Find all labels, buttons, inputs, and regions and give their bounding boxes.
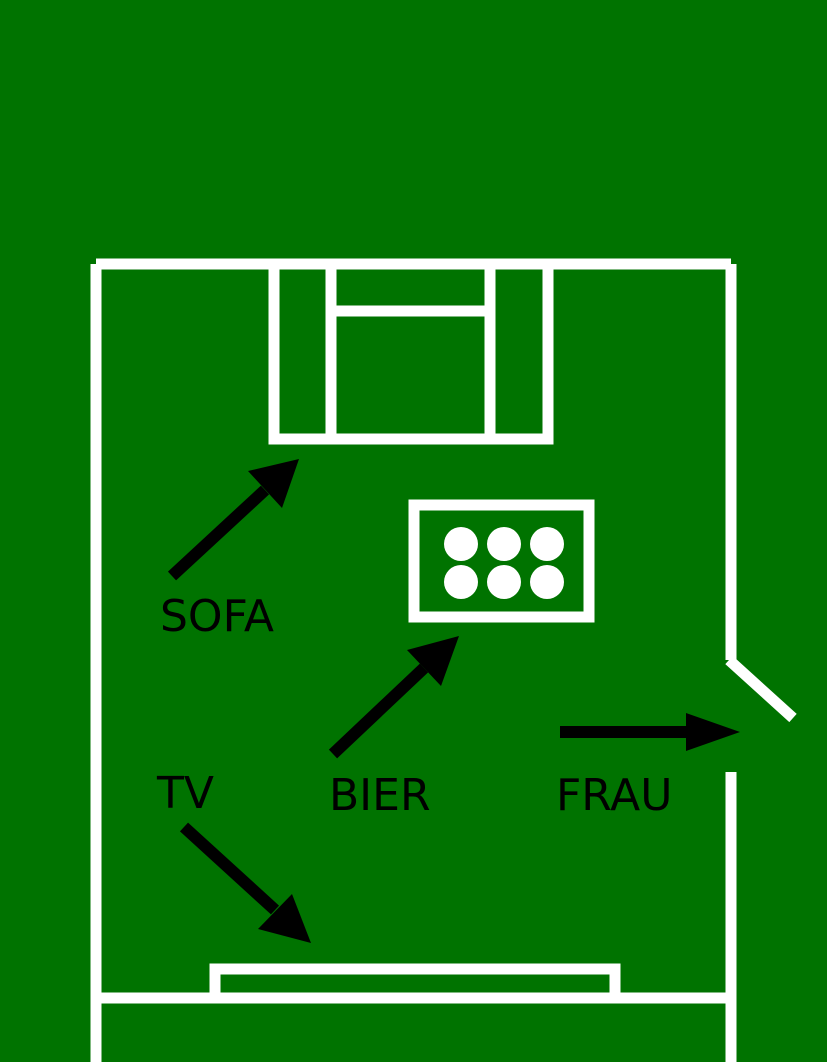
frau-arrowhead (686, 713, 740, 751)
beer-bottle (444, 527, 478, 561)
arrows (167, 459, 740, 943)
beer-bottle (487, 565, 521, 599)
beer-crate-frame (408, 499, 595, 623)
sofa-arrowhead (248, 459, 299, 508)
label-frau: FRAU (556, 770, 672, 821)
tv-arrowhead (258, 894, 311, 943)
beer-bottle (487, 527, 521, 561)
bier-arrow (328, 636, 459, 759)
sofa (268, 258, 554, 445)
door-leaf (725, 655, 797, 723)
sofa-frame (268, 258, 554, 445)
frau-arrow (560, 713, 740, 751)
bier-arrowhead (407, 636, 459, 686)
label-tv: TV (156, 768, 214, 819)
tv-arrow (179, 822, 311, 943)
tv (209, 963, 621, 998)
beer-bottle (444, 565, 478, 599)
sofa-arrow (167, 459, 299, 581)
beer-crate (408, 499, 595, 623)
beer-bottles (444, 527, 564, 599)
room-walls (90, 258, 797, 1062)
label-sofa: SOFA (160, 591, 274, 642)
beer-bottle (530, 527, 564, 561)
label-bier: BIER (329, 770, 431, 821)
beer-bottle (530, 565, 564, 599)
tv-shape (209, 963, 621, 998)
